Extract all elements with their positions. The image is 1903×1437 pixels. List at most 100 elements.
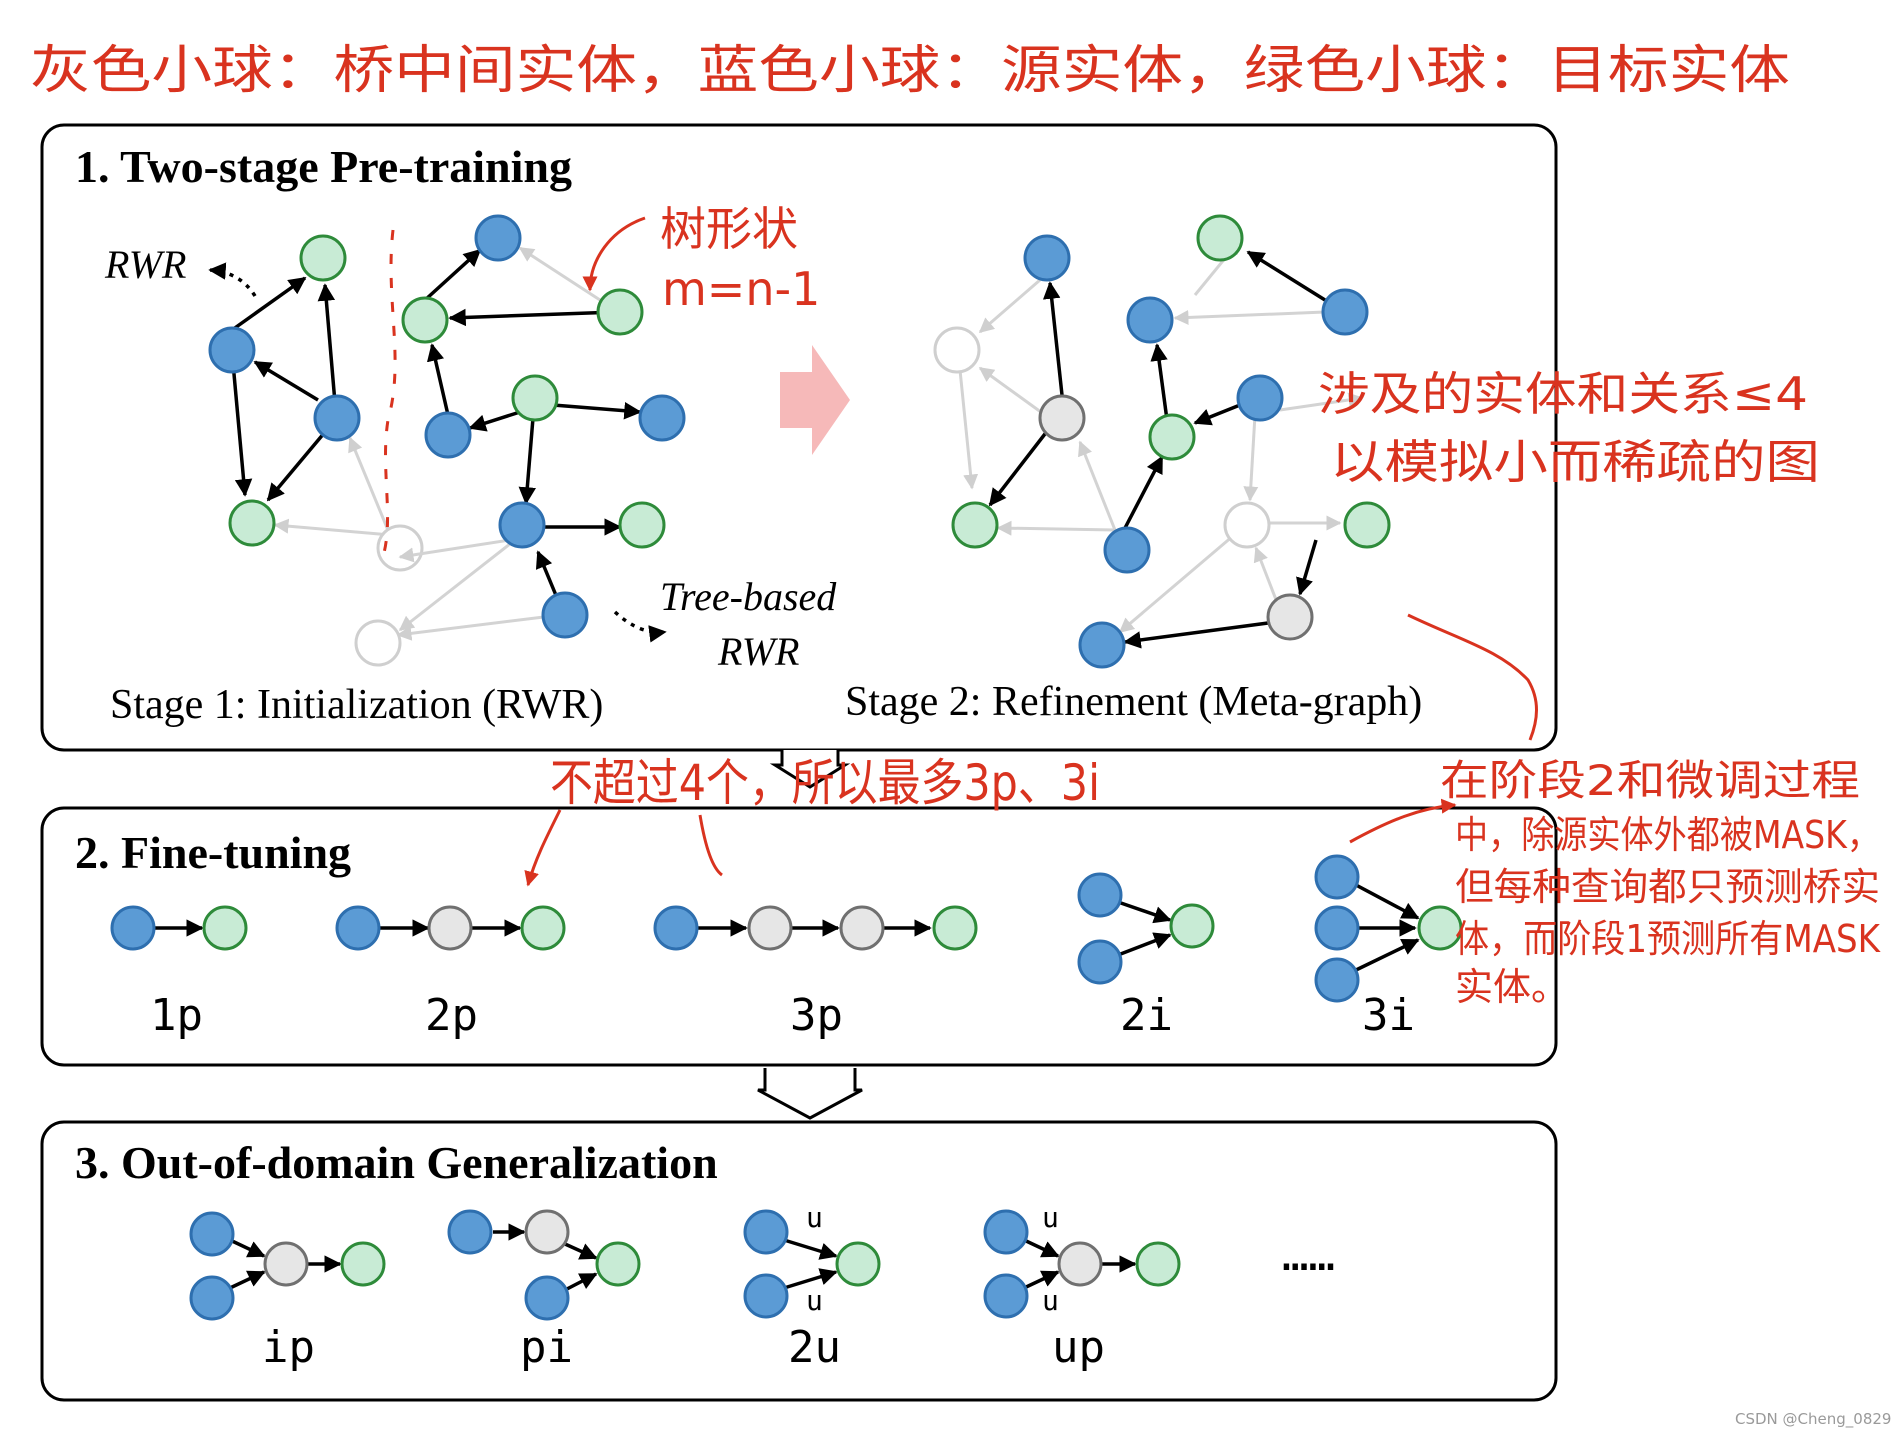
sparse-note-line1: 涉及的实体和关系≤4 bbox=[1318, 367, 1808, 421]
source-node bbox=[110, 905, 156, 951]
panel3-title: 3. Out-of-domain Generalization bbox=[75, 1137, 718, 1188]
mask-note-arrow bbox=[1349, 798, 1457, 844]
unused-node bbox=[933, 326, 981, 374]
source-node bbox=[638, 394, 686, 442]
sparse-note-line2: 以模拟小而稀疏的图 bbox=[1330, 435, 1820, 489]
query-label-3p: 3p bbox=[790, 990, 843, 1041]
panel-generalization bbox=[40, 1120, 1558, 1402]
target-node bbox=[1148, 413, 1196, 461]
mask-note-line3: 但每种查询都只预测桥实 bbox=[1455, 865, 1880, 909]
bridge-node bbox=[839, 905, 885, 951]
target-node bbox=[340, 1241, 386, 1287]
target-node bbox=[1135, 1241, 1181, 1287]
bridge-node bbox=[1266, 593, 1314, 641]
query-pi bbox=[447, 1209, 641, 1321]
tree-rwr-label-line2: RWR bbox=[717, 629, 799, 674]
bridge-node bbox=[263, 1241, 309, 1287]
query-2u: u u bbox=[743, 1201, 881, 1319]
source-node bbox=[983, 1209, 1029, 1255]
source-node bbox=[189, 1275, 235, 1321]
mask-note-line4: 体，而阶段1预测所有MASK bbox=[1455, 917, 1881, 961]
union-label: u bbox=[806, 1201, 823, 1234]
source-node bbox=[1321, 288, 1369, 336]
source-node bbox=[653, 905, 699, 951]
panel1-title: 1. Two-stage Pre-training bbox=[75, 141, 572, 192]
stage1-graph-tree bbox=[354, 214, 686, 667]
query-2p bbox=[335, 905, 566, 951]
source-node bbox=[1126, 296, 1174, 344]
tree-rwr-arrow bbox=[613, 610, 667, 643]
target-node bbox=[228, 499, 276, 547]
target-node bbox=[835, 1241, 881, 1287]
source-node bbox=[743, 1209, 789, 1255]
target-node bbox=[1417, 905, 1463, 951]
query-label-up: up bbox=[1052, 1322, 1105, 1373]
target-node bbox=[520, 905, 566, 951]
target-node bbox=[595, 1241, 641, 1287]
union-label: u bbox=[1042, 1284, 1059, 1317]
query-label-3i: 3i bbox=[1362, 990, 1415, 1041]
unused-node bbox=[1223, 501, 1271, 549]
stage2-caption: Stage 2: Refinement (Meta-graph) bbox=[845, 679, 1422, 725]
tree-note-arrow bbox=[582, 216, 646, 292]
finetune-note: 不超过4个，所以最多3p、3i bbox=[550, 754, 1100, 812]
union-label: u bbox=[1042, 1201, 1059, 1234]
tree-rwr-label-line1: Tree-based bbox=[660, 574, 837, 619]
query-up: u u bbox=[983, 1201, 1181, 1319]
red-dashed-divider bbox=[380, 229, 397, 561]
target-node bbox=[202, 905, 248, 951]
target-node bbox=[932, 905, 978, 951]
bridge-node bbox=[1038, 394, 1086, 442]
stage2-note-curve bbox=[1407, 613, 1538, 741]
query-ip bbox=[189, 1211, 386, 1321]
target-node bbox=[1169, 903, 1215, 949]
source-node bbox=[1023, 234, 1071, 282]
query-label-ip: ip bbox=[262, 1322, 315, 1373]
query-label-pi: pi bbox=[520, 1322, 573, 1373]
source-node bbox=[743, 1273, 789, 1319]
panel2-title: 2. Fine-tuning bbox=[75, 827, 351, 878]
down-arrow-1 bbox=[769, 750, 851, 789]
mask-note-line1: 在阶段2和微调过程 bbox=[1440, 756, 1860, 805]
query-1p bbox=[110, 905, 248, 951]
rwr-label: RWR bbox=[104, 242, 186, 287]
finetune-note-arrow-right bbox=[698, 814, 723, 877]
tree-note-line1: 树形状 bbox=[660, 202, 798, 256]
target-node bbox=[951, 501, 999, 549]
stage2-graph bbox=[933, 214, 1391, 669]
panel-finetuning bbox=[40, 806, 1558, 1067]
finetune-note-arrow-left bbox=[524, 809, 562, 887]
query-label-1p: 1p bbox=[150, 990, 203, 1041]
target-node bbox=[618, 501, 666, 549]
rwr-arrow bbox=[208, 262, 257, 297]
source-node bbox=[1314, 854, 1360, 900]
target-node bbox=[401, 296, 449, 344]
query-label-2i: 2i bbox=[1120, 990, 1173, 1041]
source-node bbox=[1077, 872, 1123, 918]
unused-node bbox=[354, 619, 402, 667]
source-node bbox=[474, 214, 522, 262]
bridge-node bbox=[427, 905, 473, 951]
target-node bbox=[1196, 214, 1244, 262]
legend-note: 灰色小球：桥中间实体，蓝色小球：源实体，绿色小球：目标实体 bbox=[30, 41, 1790, 101]
target-node bbox=[511, 374, 559, 422]
source-node bbox=[208, 326, 256, 374]
more-queries-ellipsis: …… bbox=[1282, 1230, 1335, 1281]
source-node bbox=[983, 1273, 1029, 1319]
target-node bbox=[299, 234, 347, 282]
down-arrow-2 bbox=[757, 1068, 863, 1120]
source-node bbox=[1314, 957, 1360, 1003]
source-node bbox=[541, 591, 589, 639]
union-label: u bbox=[806, 1284, 823, 1317]
query-3i bbox=[1314, 854, 1463, 1003]
stage1-caption: Stage 1: Initialization (RWR) bbox=[110, 682, 603, 728]
source-node bbox=[447, 1209, 493, 1255]
tree-note-line2: m=n-1 bbox=[662, 262, 820, 316]
bridge-node bbox=[524, 1209, 570, 1255]
source-node bbox=[335, 905, 381, 951]
bridge-node bbox=[747, 905, 793, 951]
source-node bbox=[313, 394, 361, 442]
query-label-2p: 2p bbox=[425, 990, 478, 1041]
mask-note-line2: 中，除源实体外都被MASK， bbox=[1455, 813, 1880, 857]
